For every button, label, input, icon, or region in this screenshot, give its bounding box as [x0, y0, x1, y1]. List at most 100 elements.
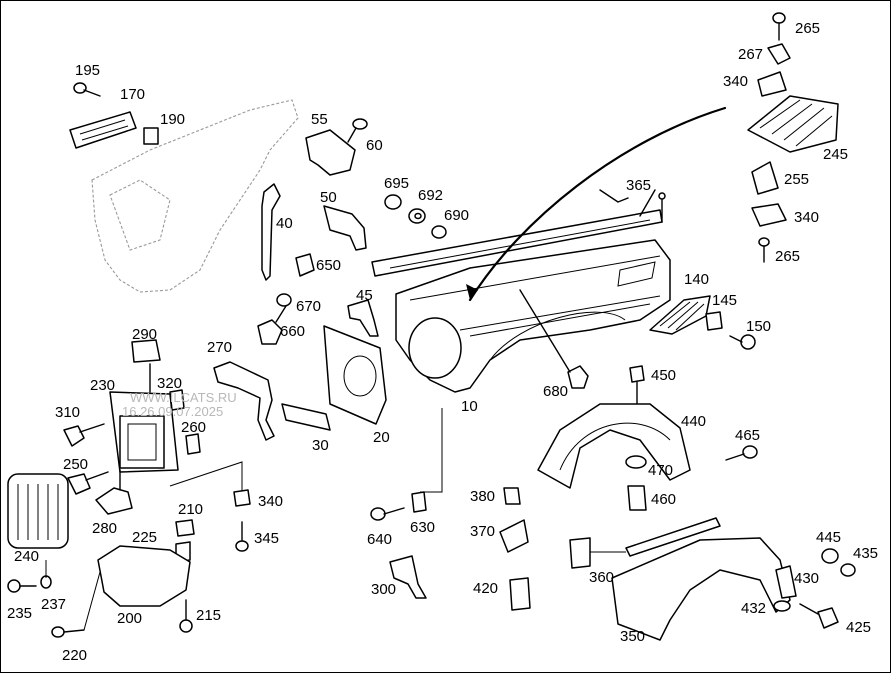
- callout-465[interactable]: 465: [735, 427, 761, 444]
- callout-255[interactable]: 255: [784, 171, 810, 188]
- callout-225[interactable]: 225: [132, 529, 158, 546]
- callout-425[interactable]: 425: [846, 619, 872, 636]
- callout-195[interactable]: 195: [75, 62, 101, 79]
- callout-265-lower[interactable]: 265: [775, 248, 801, 265]
- clip-267-part: [767, 43, 791, 65]
- callout-430[interactable]: 430: [794, 570, 820, 587]
- callout-320[interactable]: 320: [157, 375, 183, 392]
- screw-195-part: [73, 82, 101, 97]
- callout-690[interactable]: 690: [444, 207, 470, 224]
- strip-30-part: [281, 403, 331, 431]
- strut-40-part: [261, 183, 281, 281]
- callout-445[interactable]: 445: [816, 529, 842, 546]
- callout-370[interactable]: 370: [470, 523, 496, 540]
- watermark-line2: 16.26.09.07.2025: [122, 404, 224, 419]
- screw-640-part: [370, 507, 405, 521]
- callout-435[interactable]: 435: [853, 545, 879, 562]
- callout-345[interactable]: 345: [254, 530, 280, 547]
- callout-235[interactable]: 235: [7, 605, 33, 622]
- liner-440-part: [537, 403, 691, 489]
- callout-60[interactable]: 60: [366, 137, 383, 154]
- callout-55[interactable]: 55: [311, 111, 328, 128]
- callout-420[interactable]: 420: [473, 580, 499, 597]
- callout-170[interactable]: 170: [120, 86, 146, 103]
- callout-260[interactable]: 260: [181, 419, 207, 436]
- callout-695[interactable]: 695: [384, 175, 410, 192]
- bucket-230-part: [109, 391, 179, 473]
- callout-190[interactable]: 190: [160, 111, 186, 128]
- bolt-235-part: [7, 579, 37, 593]
- callout-270[interactable]: 270: [207, 339, 233, 356]
- callout-660[interactable]: 660: [280, 323, 306, 340]
- leader-340-left: [169, 461, 243, 492]
- callout-140[interactable]: 140: [684, 271, 710, 288]
- callout-630[interactable]: 630: [410, 519, 436, 536]
- pointer-arrow: [468, 106, 727, 302]
- bolt-425-part: [799, 603, 839, 629]
- callout-300[interactable]: 300: [371, 581, 397, 598]
- callout-20[interactable]: 20: [373, 429, 390, 446]
- callout-265-top[interactable]: 265: [795, 20, 821, 37]
- callout-245[interactable]: 245: [823, 146, 849, 163]
- callout-365[interactable]: 365: [626, 177, 652, 194]
- callout-237[interactable]: 237: [41, 596, 67, 613]
- callout-650[interactable]: 650: [316, 257, 342, 274]
- callout-350[interactable]: 350: [620, 628, 646, 645]
- callout-310[interactable]: 310: [55, 404, 81, 421]
- callout-200[interactable]: 200: [117, 610, 143, 627]
- callout-230[interactable]: 230: [90, 377, 116, 394]
- nut-695-part: [384, 194, 402, 210]
- clip-190-part: [143, 127, 159, 145]
- callout-680[interactable]: 680: [543, 383, 569, 400]
- callout-340-mid[interactable]: 340: [794, 209, 820, 226]
- bolt-250-part: [67, 471, 109, 495]
- bracket-430-part: [775, 565, 797, 599]
- side-marker-part: [69, 111, 137, 149]
- mount-280-part: [95, 487, 133, 515]
- callout-150[interactable]: 150: [746, 318, 772, 335]
- callout-220[interactable]: 220: [62, 647, 88, 664]
- bracket-45-part: [347, 299, 379, 337]
- callout-670[interactable]: 670: [296, 298, 322, 315]
- panel-20-part: [323, 325, 387, 425]
- callout-50[interactable]: 50: [320, 189, 337, 206]
- callout-440[interactable]: 440: [681, 413, 707, 430]
- callout-340-left[interactable]: 340: [258, 493, 284, 510]
- callout-250[interactable]: 250: [63, 456, 89, 473]
- callout-145[interactable]: 145: [712, 292, 738, 309]
- callout-380[interactable]: 380: [470, 488, 496, 505]
- leader-630: [420, 408, 443, 493]
- callout-460[interactable]: 460: [651, 491, 677, 508]
- callout-432[interactable]: 432: [741, 600, 767, 617]
- leader-220: [83, 571, 101, 631]
- clip-650-part: [295, 253, 315, 277]
- callout-470[interactable]: 470: [648, 462, 674, 479]
- callout-290[interactable]: 290: [132, 326, 158, 343]
- stop-420-part: [509, 577, 531, 611]
- screw-465-part: [725, 445, 758, 461]
- bracket-370-part: [499, 519, 529, 553]
- clip-145-part: [705, 311, 723, 331]
- bracket-50-part: [323, 205, 367, 251]
- callout-210[interactable]: 210: [178, 501, 204, 518]
- callout-215[interactable]: 215: [196, 607, 222, 624]
- callout-240[interactable]: 240: [14, 548, 40, 565]
- grille-240-part: [7, 473, 69, 549]
- callout-340-top[interactable]: 340: [723, 73, 749, 90]
- callout-10[interactable]: 10: [461, 398, 478, 415]
- screw-345-part: [235, 521, 249, 552]
- nut-340-mid-part: [751, 203, 787, 227]
- callout-360[interactable]: 360: [589, 569, 615, 586]
- screw-220-part: [51, 626, 85, 638]
- callout-640[interactable]: 640: [367, 531, 393, 548]
- callout-40[interactable]: 40: [276, 215, 293, 232]
- callout-30[interactable]: 30: [312, 437, 329, 454]
- callout-280[interactable]: 280: [92, 520, 118, 537]
- callout-692[interactable]: 692: [418, 187, 444, 204]
- nut-460-part: [627, 485, 647, 511]
- callout-45[interactable]: 45: [356, 287, 373, 304]
- callout-450[interactable]: 450: [651, 367, 677, 384]
- grille-245-part: [747, 95, 839, 153]
- callout-267[interactable]: 267: [738, 46, 764, 63]
